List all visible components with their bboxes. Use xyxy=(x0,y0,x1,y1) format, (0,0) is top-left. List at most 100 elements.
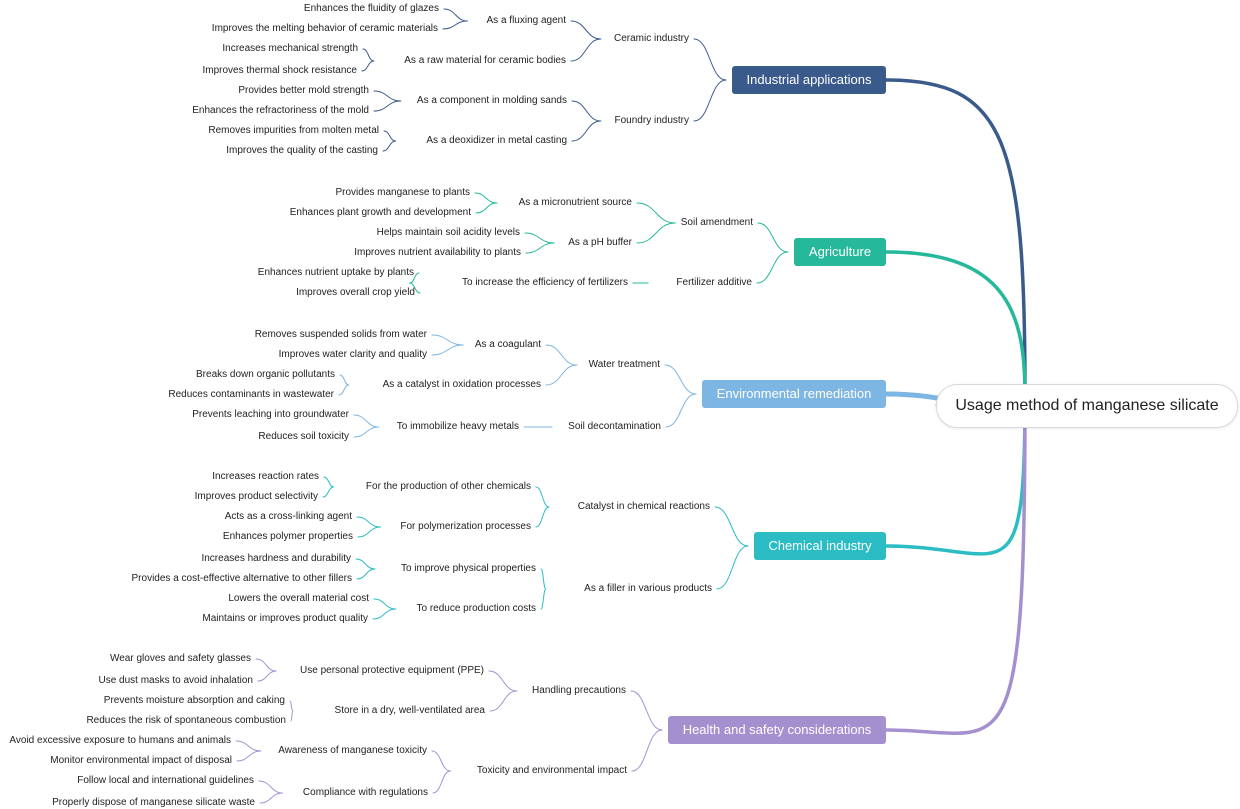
leaf-node[interactable]: Reduces contaminants in wastewater xyxy=(168,389,334,400)
level2-node[interactable]: To improve physical properties xyxy=(400,563,536,574)
root-node[interactable]: Usage method of manganese silicate xyxy=(936,384,1238,428)
level1-connector xyxy=(631,729,663,772)
level2-node[interactable]: As a micronutrient source xyxy=(518,197,632,208)
leaf-node[interactable]: Reduces soil toxicity xyxy=(258,431,349,442)
leaf-node[interactable]: Enhances nutrient uptake by plants xyxy=(257,267,414,278)
category-node[interactable]: Health and safety considerations xyxy=(668,716,886,744)
leaf-connector xyxy=(257,670,277,682)
leaf-node[interactable]: Reduces the risk of spontaneous combusti… xyxy=(86,715,286,726)
level2-connector xyxy=(570,38,602,62)
leaf-connector xyxy=(373,90,402,102)
leaf-node[interactable]: Maintains or improves product quality xyxy=(202,613,368,624)
level2-node[interactable]: As a deoxidizer in metal casting xyxy=(426,135,567,146)
leaf-node[interactable]: Avoid excessive exposure to humans and a… xyxy=(9,735,231,746)
branch-connector xyxy=(884,250,1027,407)
level1-node[interactable]: Fertilizer additive xyxy=(676,277,752,288)
leaf-node[interactable]: Removes impurities from molten metal xyxy=(208,125,379,136)
level2-node[interactable]: Use personal protective equipment (PPE) xyxy=(300,665,484,676)
leaf-node[interactable]: Properly dispose of manganese silicate w… xyxy=(52,797,255,808)
category-node[interactable]: Industrial applications xyxy=(732,66,886,94)
leaf-node[interactable]: Provides a cost-effective alternative to… xyxy=(131,573,352,584)
leaf-connector xyxy=(355,558,376,570)
level2-node[interactable]: For polymerization processes xyxy=(400,521,531,532)
level1-connector xyxy=(665,393,697,428)
category-node[interactable]: Chemical industry xyxy=(754,532,886,560)
leaf-connector xyxy=(357,526,381,538)
leaf-node[interactable]: Provides manganese to plants xyxy=(335,187,470,198)
leaf-connector xyxy=(353,426,380,438)
level2-node[interactable]: For the production of other chemicals xyxy=(365,481,531,492)
category-node[interactable]: Agriculture xyxy=(794,238,886,266)
level2-connector xyxy=(571,100,602,122)
leaf-connector xyxy=(258,780,284,794)
level1-connector xyxy=(714,506,749,547)
leaf-connector xyxy=(356,568,376,580)
leaf-node[interactable]: Prevents leaching into groundwater xyxy=(192,409,349,420)
level1-node[interactable]: Soil decontamination xyxy=(568,421,661,432)
level2-connector xyxy=(636,222,676,244)
leaf-node[interactable]: Improves thermal shock resistance xyxy=(202,65,357,76)
leaf-node[interactable]: Prevents moisture absorption and caking xyxy=(103,695,285,706)
level2-node[interactable]: Compliance with regulations xyxy=(302,787,428,798)
leaf-node[interactable]: Breaks down organic pollutants xyxy=(196,369,335,380)
level1-connector xyxy=(630,690,663,731)
leaf-node[interactable]: Improves the quality of the casting xyxy=(226,145,378,156)
level1-node[interactable]: Handling precautions xyxy=(532,685,626,696)
category-node[interactable]: Environmental remediation xyxy=(702,380,886,408)
leaf-connector xyxy=(290,710,294,722)
level2-node[interactable]: As a catalyst in oxidation processes xyxy=(382,379,541,390)
leaf-connector xyxy=(289,700,294,712)
leaf-node[interactable]: Increases hardness and durability xyxy=(201,553,351,564)
level1-node[interactable]: Ceramic industry xyxy=(613,33,689,44)
level2-node[interactable]: As a component in molding sands xyxy=(416,95,567,106)
level2-node[interactable]: To immobilize heavy metals xyxy=(396,421,519,432)
leaf-node[interactable]: Use dust masks to avoid inhalation xyxy=(98,675,253,686)
leaf-node[interactable]: Lowers the overall material cost xyxy=(228,593,369,604)
level2-node[interactable]: As a coagulant xyxy=(474,339,541,350)
level2-node[interactable]: Awareness of manganese toxicity xyxy=(278,745,427,756)
level2-connector xyxy=(570,20,602,40)
level1-node[interactable]: Water treatment xyxy=(588,359,660,370)
leaf-node[interactable]: Enhances plant growth and development xyxy=(289,207,471,218)
level2-connector xyxy=(636,202,676,224)
leaf-node[interactable]: Helps maintain soil acidity levels xyxy=(376,227,520,238)
leaf-node[interactable]: Enhances the refractoriness of the mold xyxy=(192,105,369,116)
leaf-connector xyxy=(373,100,402,112)
leaf-node[interactable]: Improves nutrient availability to plants xyxy=(354,247,521,258)
level2-node[interactable]: Store in a dry, well-ventilated area xyxy=(334,705,485,716)
leaf-node[interactable]: Provides better mold strength xyxy=(238,85,369,96)
leaf-connector xyxy=(339,374,350,386)
branch-connector xyxy=(884,393,1027,735)
leaf-node[interactable]: Acts as a cross-linking agent xyxy=(224,511,352,522)
leaf-node[interactable]: Improves water clarity and quality xyxy=(278,349,427,360)
level1-node[interactable]: Toxicity and environmental impact xyxy=(476,765,627,776)
leaf-node[interactable]: Increases mechanical strength xyxy=(222,43,358,54)
level2-connector xyxy=(540,568,547,590)
leaf-connector xyxy=(443,8,468,22)
leaf-node[interactable]: Wear gloves and safety glasses xyxy=(109,653,251,664)
leaf-node[interactable]: Increases reaction rates xyxy=(212,471,319,482)
level2-node[interactable]: As a pH buffer xyxy=(568,237,632,248)
leaf-node[interactable]: Monitor environmental impact of disposal xyxy=(50,755,232,766)
level2-connector xyxy=(545,344,578,366)
level2-node[interactable]: To reduce production costs xyxy=(416,603,536,614)
leaf-node[interactable]: Enhances the fluidity of glazes xyxy=(303,3,439,14)
leaf-connector xyxy=(356,516,381,528)
leaf-node[interactable]: Improves overall crop yield xyxy=(296,287,415,298)
level2-connector xyxy=(432,770,451,794)
level2-node[interactable]: To increase the efficiency of fertilizer… xyxy=(461,277,628,288)
leaf-node[interactable]: Enhances polymer properties xyxy=(222,531,353,542)
level1-node[interactable]: As a filler in various products xyxy=(584,583,712,594)
leaf-node[interactable]: Improves the melting behavior of ceramic… xyxy=(211,23,438,34)
leaf-node[interactable]: Follow local and international guideline… xyxy=(77,775,254,786)
leaf-node[interactable]: Removes suspended solids from water xyxy=(254,329,427,340)
level1-connector xyxy=(693,38,727,81)
level2-node[interactable]: As a fluxing agent xyxy=(486,15,567,26)
level1-node[interactable]: Foundry industry xyxy=(614,115,689,126)
leaf-node[interactable]: Improves product selectivity xyxy=(194,491,318,502)
leaf-connector xyxy=(338,384,350,396)
level1-connector xyxy=(757,222,789,253)
level1-node[interactable]: Soil amendment xyxy=(680,217,753,228)
level1-node[interactable]: Catalyst in chemical reactions xyxy=(577,501,710,512)
level2-node[interactable]: As a raw material for ceramic bodies xyxy=(404,55,566,66)
